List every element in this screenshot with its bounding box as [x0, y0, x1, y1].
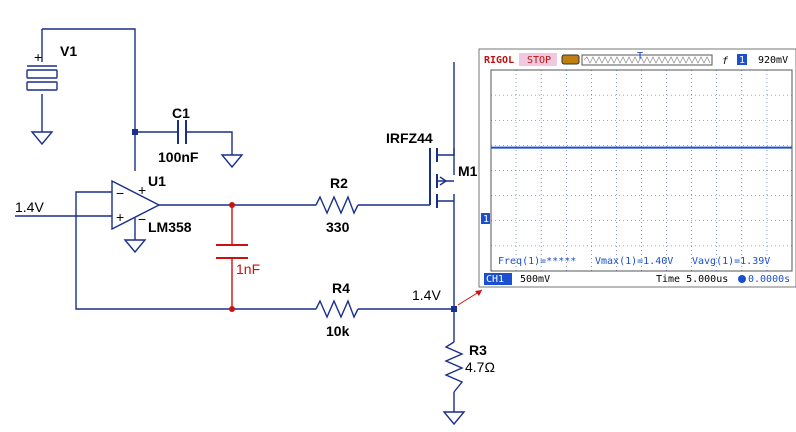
label-m1: M1 — [458, 163, 478, 179]
scope-trigger-pos-marker: T — [637, 51, 643, 62]
label-r3-value: 4.7Ω — [465, 359, 495, 375]
scope-trigger-edge-icon: f — [722, 56, 729, 67]
scope-ch1-scale: 500mV — [520, 274, 550, 285]
scope-trigger-channel: 1 — [739, 55, 745, 66]
label-lm358: LM358 — [148, 219, 192, 235]
scope-trigger-level: 920mV — [758, 55, 788, 66]
label-source-voltage: 1.4V — [412, 287, 441, 303]
scope-meas-vmax: Vmax(1)=1.40V — [595, 256, 673, 267]
wire-c1-right — [186, 131, 233, 155]
wire-supply — [42, 28, 136, 171]
scope-memory-waveform — [583, 56, 711, 64]
scope-stop-badge[interactable] — [519, 53, 557, 66]
resistor-r2 — [315, 195, 359, 215]
scope-meas-freq: Freq(1)=***** — [498, 256, 576, 267]
scope-run-state: STOP — [527, 55, 551, 66]
junction-dot — [132, 129, 138, 135]
resistor-r3 — [444, 341, 464, 393]
scope-meas-vavg: Vavg(1)=1.39V — [692, 256, 770, 267]
label-v1: V1 — [60, 43, 77, 59]
oscilloscope-panel: RIGOL STOP T f 1 920mV T 1 Freq(1)=*****… — [478, 48, 796, 288]
scope-trigger-channel-badge — [737, 54, 747, 65]
label-input-voltage: 1.4V — [15, 199, 44, 215]
label-cap-value: 1nF — [236, 261, 260, 277]
wire-feedback-left — [75, 191, 316, 310]
scope-grid — [491, 70, 792, 271]
ground-icon — [220, 154, 244, 169]
v1-plus-sign: + — [34, 49, 42, 65]
scope-time-offset-icon — [738, 275, 746, 283]
label-r4: R4 — [332, 280, 350, 296]
scope-ch1-badge[interactable] — [484, 273, 512, 285]
mosfet-m1 — [429, 148, 455, 208]
wires — [15, 28, 455, 412]
ground-icon — [442, 411, 466, 426]
label-r4-value: 10k — [326, 323, 350, 339]
scope-time-offset: 0.0000s — [748, 274, 790, 285]
opamp-u1 — [111, 179, 161, 231]
label-c1: C1 — [172, 105, 190, 121]
capacitor-1nf — [216, 244, 248, 259]
resistor-r4 — [315, 299, 359, 319]
scope-battery-icon — [561, 54, 580, 65]
label-r3: R3 — [469, 342, 487, 358]
scope-channel-marker-badge — [481, 213, 490, 224]
label-irfz44: IRFZ44 — [386, 130, 433, 146]
scope-ch1-label: CH1 — [486, 274, 504, 285]
label-u1: U1 — [148, 173, 166, 189]
opamp-plus-supply-sign: + — [138, 182, 146, 198]
probe-point — [451, 306, 457, 312]
scope-memory-bar — [581, 54, 713, 66]
scope-time-scale: Time 5.000us — [656, 274, 728, 285]
opamp-minus-supply-sign: − — [138, 211, 146, 227]
scope-brand: RIGOL — [484, 55, 514, 66]
label-r2-value: 330 — [326, 219, 350, 235]
label-r2: R2 — [330, 175, 348, 191]
ground-icon — [30, 131, 54, 146]
battery-v1 — [26, 65, 58, 91]
junction-dot — [229, 306, 235, 312]
capacitor-c1 — [177, 120, 187, 144]
junction-dot — [229, 202, 235, 208]
label-c1-value: 100nF — [158, 149, 199, 165]
scope-channel-marker: 1 — [483, 214, 489, 225]
opamp-plus-sign: + — [116, 209, 124, 225]
opamp-minus-sign: − — [116, 185, 124, 201]
probe-arrowhead — [475, 290, 482, 296]
cap-branch — [216, 205, 248, 309]
ground-symbols — [30, 131, 466, 426]
ground-icon — [123, 239, 147, 254]
